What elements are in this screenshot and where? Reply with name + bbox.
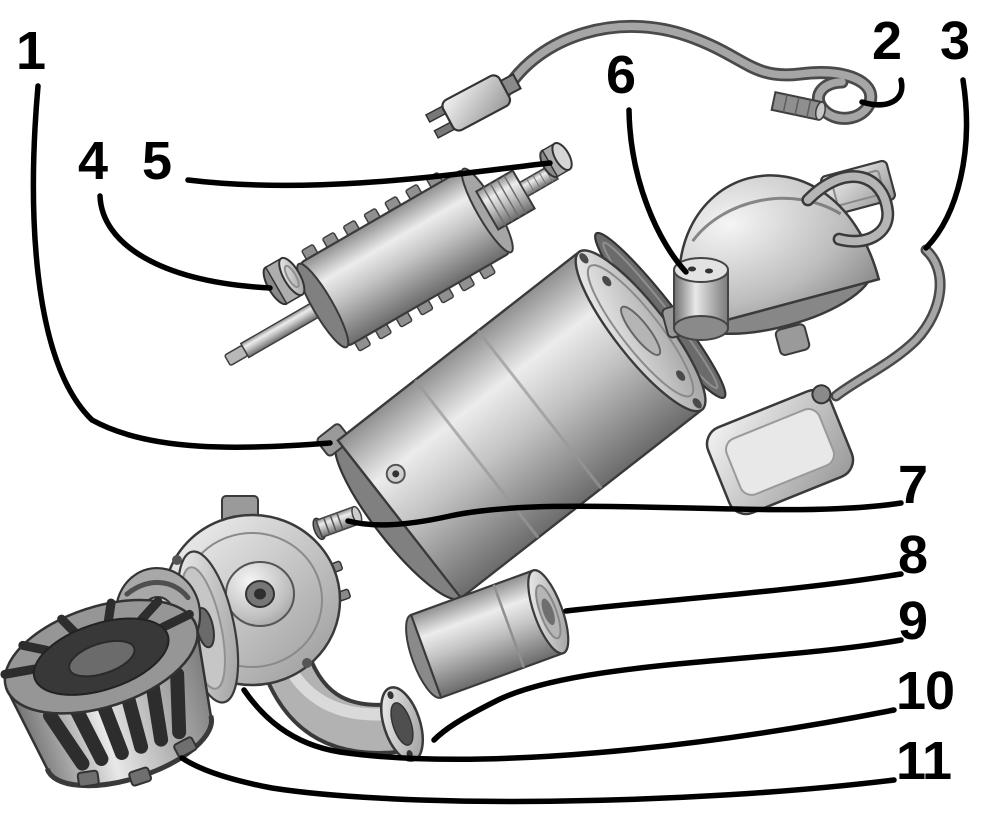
leader-line-7 bbox=[345, 500, 904, 528]
callout-label-1: 1 bbox=[16, 21, 46, 81]
cable-gland bbox=[770, 91, 827, 121]
callout-label-11: 11 bbox=[896, 731, 952, 791]
motor-housing bbox=[316, 231, 727, 601]
callout-label-8: 8 bbox=[898, 525, 928, 585]
leader-line-5 bbox=[185, 160, 553, 189]
leader-line-2 bbox=[859, 77, 905, 108]
callout-label-4: 4 bbox=[78, 131, 108, 191]
callout-label-5: 5 bbox=[142, 131, 172, 191]
oil-plug bbox=[312, 505, 363, 541]
callout-label-6: 6 bbox=[606, 45, 636, 105]
leader-line-9 bbox=[431, 637, 904, 743]
seal-disc bbox=[262, 256, 306, 306]
shaft-sleeve-cylinder bbox=[405, 569, 570, 700]
callout-label-10: 10 bbox=[896, 661, 955, 721]
leader-lines bbox=[30, 77, 970, 805]
leader-line-1 bbox=[30, 83, 333, 450]
leader-line-10 bbox=[241, 687, 897, 762]
strainer-base bbox=[0, 596, 214, 789]
leader-line-8 bbox=[563, 571, 904, 614]
motor-rotor-assembly bbox=[224, 164, 559, 366]
callout-label-3: 3 bbox=[940, 11, 970, 71]
leader-line-6 bbox=[626, 107, 689, 275]
float-cable bbox=[830, 244, 946, 402]
leader-line-4 bbox=[97, 193, 273, 291]
float-switch bbox=[705, 384, 855, 516]
capacitor bbox=[673, 257, 729, 341]
leader-line-3 bbox=[923, 77, 970, 251]
callout-label-2: 2 bbox=[872, 11, 902, 71]
callout-label-7: 7 bbox=[898, 455, 928, 515]
power-plug bbox=[424, 72, 522, 139]
leader-line-11 bbox=[179, 755, 897, 805]
pump-top-cover bbox=[661, 170, 895, 356]
callout-label-9: 9 bbox=[898, 591, 928, 651]
